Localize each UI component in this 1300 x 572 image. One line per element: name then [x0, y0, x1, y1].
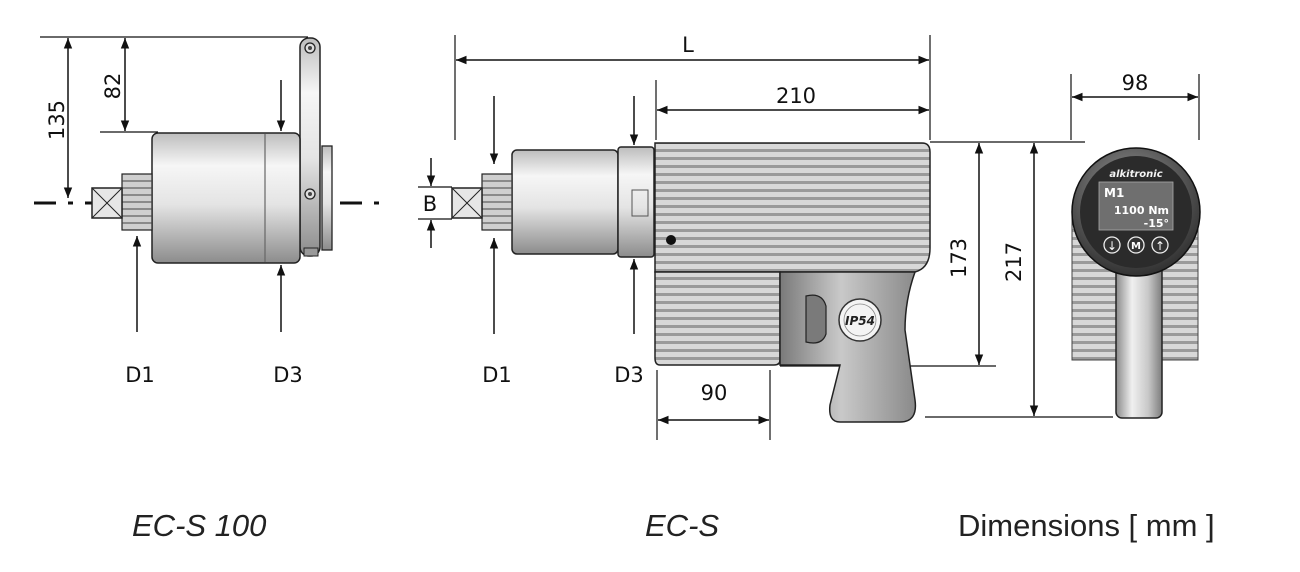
caption-ec-s-100: EC-S 100 [132, 508, 267, 543]
dim-label-90: 90 [701, 381, 728, 405]
label-d3-left: D3 [273, 363, 303, 387]
label-d1-left: D1 [125, 363, 155, 387]
screen-torque: 1100 Nm [1114, 204, 1169, 217]
mode-icon: M [1131, 241, 1141, 252]
arrow-up-icon: ↑ [1155, 239, 1165, 253]
caption-ec-s: EC-S [645, 508, 720, 543]
dim-label-135: 135 [45, 100, 69, 140]
label-d3-mid: D3 [614, 363, 644, 387]
square-drive-mid [451, 187, 483, 219]
brand-label: alkitronic [1109, 169, 1162, 180]
dim-label-210: 210 [776, 84, 816, 108]
dim-label-82: 82 [101, 73, 125, 100]
ec-s-view: L 210 B 173 217 [418, 33, 1113, 440]
screen-mode: M1 [1104, 186, 1124, 200]
front-cylinder [511, 146, 655, 258]
spline [121, 173, 153, 231]
dim-label-l: L [682, 33, 694, 57]
caption-dimensions-unit: Dimensions [ mm ] [958, 508, 1215, 543]
controller-view: 98 alkitronic M1 1100 Nm -15° ↓ M ↑ [1070, 71, 1201, 419]
button-down[interactable]: ↓ [1103, 236, 1121, 254]
controller-display: alkitronic M1 1100 Nm -15° ↓ M ↑ [1071, 147, 1201, 277]
ip54-badge: IP54 [838, 298, 882, 342]
button-up[interactable]: ↑ [1151, 236, 1169, 254]
dim-label-98: 98 [1122, 71, 1149, 95]
arrow-down-icon: ↓ [1107, 239, 1117, 253]
motor-housing [654, 142, 931, 423]
square-drive [91, 187, 123, 219]
ip54-text: IP54 [845, 314, 875, 328]
ec-s-100-view: 135 82 [34, 36, 380, 387]
reaction-arm [299, 37, 333, 257]
spline-mid [481, 173, 513, 231]
button-mode[interactable]: M [1127, 236, 1145, 254]
dim-label-217: 217 [1002, 242, 1026, 282]
dim-label-173: 173 [947, 238, 971, 278]
label-d1-mid: D1 [482, 363, 512, 387]
gearbox-cylinder [151, 132, 301, 264]
screen-angle: -15° [1144, 217, 1169, 230]
dim-label-b: B [423, 192, 437, 216]
